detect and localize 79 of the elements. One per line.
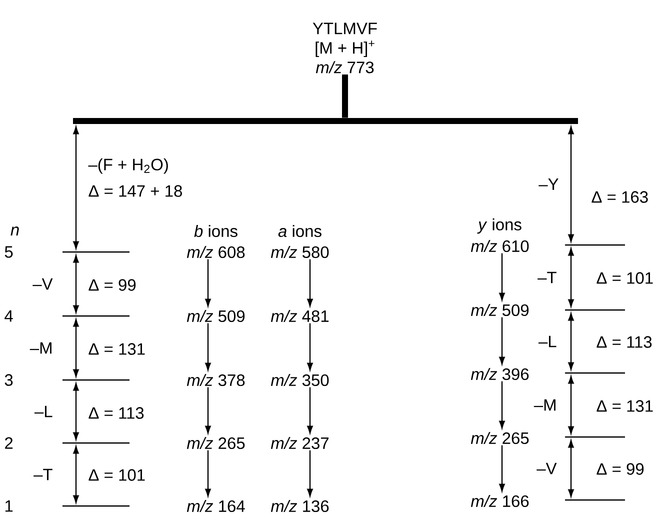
double-arrow <box>73 126 79 249</box>
edge-label: –T <box>32 468 54 482</box>
arrow <box>499 317 505 365</box>
column-heading: a ions <box>278 224 322 238</box>
arrow <box>307 387 313 434</box>
mass-difference: Δ = 131 <box>596 400 653 412</box>
ion-label: m/z 237 <box>270 436 329 450</box>
edge-label: –L <box>537 334 558 348</box>
edge-label: –Y <box>538 178 560 191</box>
mass-difference: Δ = 101 <box>88 469 145 481</box>
mass-difference: Δ = 99 <box>88 279 136 291</box>
mass-difference: Δ = 99 <box>596 463 644 475</box>
ion-label: m/z 136 <box>270 500 329 512</box>
ion-label: m/z 580 <box>270 246 329 258</box>
double-arrow <box>568 440 574 497</box>
mass-difference: Δ = 113 <box>596 336 652 348</box>
level-line <box>62 505 130 507</box>
level-number: 5 <box>4 246 13 258</box>
column-heading: b ions <box>194 224 238 238</box>
level-line <box>62 251 130 253</box>
arrow <box>499 253 505 301</box>
level-line <box>565 436 625 438</box>
ion-label: m/z 378 <box>186 374 245 386</box>
ion-label: m/z 509 <box>186 310 245 322</box>
double-arrow <box>568 313 574 370</box>
mass-difference: Δ = 113 <box>88 407 144 419</box>
column-heading: y ions <box>477 218 522 234</box>
ion-label: m/z 610 <box>470 240 529 252</box>
double-arrow <box>73 446 79 503</box>
ion-label: m/z 265 <box>186 436 245 450</box>
ion-label: m/z 350 <box>270 374 329 386</box>
edge-label: –V <box>32 277 54 291</box>
edge-label: –L <box>33 404 54 418</box>
ion-label: m/z 164 <box>186 500 245 512</box>
mass-difference: Δ = 147 + 18 <box>88 185 182 197</box>
level-line <box>565 309 625 311</box>
level-number: 1 <box>5 500 13 512</box>
edge-label: –M <box>532 398 558 412</box>
ion-label: m/z 481 <box>270 310 329 322</box>
ion-label: m/z 608 <box>186 246 245 258</box>
level-number: 4 <box>4 310 13 322</box>
double-arrow <box>73 319 79 377</box>
level-line <box>565 372 625 374</box>
mass-difference: Δ = 131 <box>88 343 145 355</box>
axis-label: n <box>10 226 19 236</box>
ion-label: m/z 396 <box>470 368 529 380</box>
arrow <box>307 259 313 307</box>
fragment-bar <box>73 118 578 124</box>
header-text: YTLMVF [M + H]$^{+}$ m/z 773 <box>312 22 377 74</box>
stem-line <box>342 74 348 118</box>
arrow <box>499 445 505 492</box>
arrow <box>205 450 211 497</box>
arrow <box>205 259 211 307</box>
edge-label: –(F + H$_{2}$O) <box>87 157 170 175</box>
level-line <box>62 442 130 444</box>
arrow <box>307 323 313 371</box>
level-line <box>62 315 130 317</box>
edge-label: –V <box>536 462 558 476</box>
edge-label: –M <box>28 341 54 355</box>
ion-label: m/z 509 <box>470 304 529 316</box>
level-number: 2 <box>5 437 13 449</box>
arrow <box>205 323 211 371</box>
level-line <box>62 379 130 381</box>
arrow <box>499 381 505 429</box>
level-number: 3 <box>4 374 13 386</box>
double-arrow <box>568 248 574 307</box>
mass-difference: Δ = 163 <box>592 191 648 203</box>
ion-label: m/z 265 <box>470 432 529 444</box>
arrow <box>307 450 313 497</box>
ion-label: m/z 166 <box>470 494 529 508</box>
arrow <box>205 387 211 434</box>
double-arrow <box>568 126 574 242</box>
level-line <box>565 499 625 501</box>
mass-difference: Δ = 101 <box>596 272 653 284</box>
double-arrow <box>73 383 79 440</box>
edge-label: –T <box>536 270 558 284</box>
double-arrow <box>73 255 79 313</box>
double-arrow <box>568 376 574 434</box>
level-line <box>565 244 625 246</box>
